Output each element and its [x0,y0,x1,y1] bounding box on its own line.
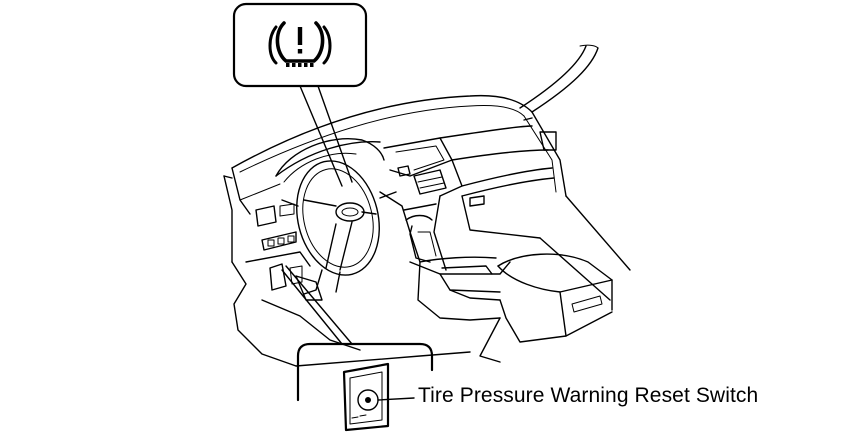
dashboard-line-art [223,44,631,367]
reset-switch-icon [342,362,415,432]
reset-switch-label: Tire Pressure Warning Reset Switch [418,384,759,407]
reset-switch-callout [296,342,434,402]
tire-pressure-warning-icon [268,21,332,67]
